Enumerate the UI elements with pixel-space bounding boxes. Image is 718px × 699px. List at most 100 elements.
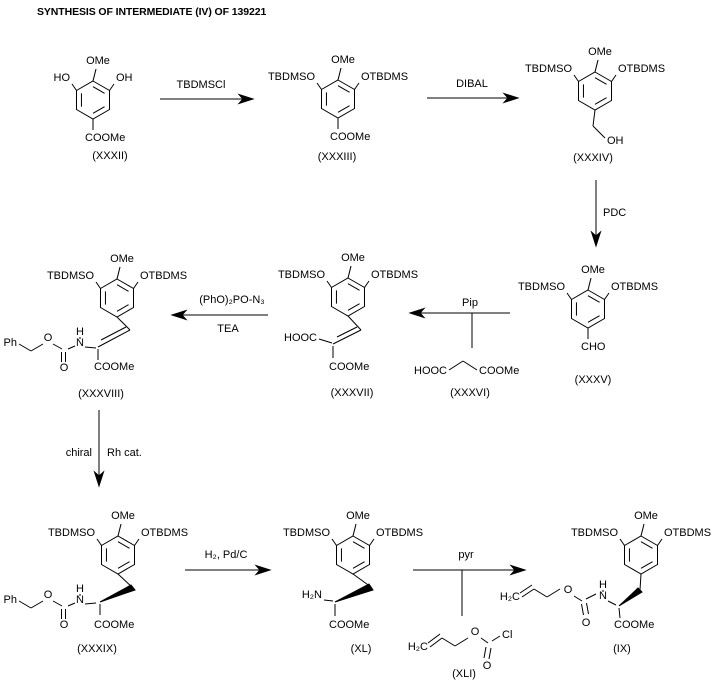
- arrow-h2-pdc: H₂, Pd/C: [185, 549, 272, 576]
- ester-oxygen: O: [564, 584, 573, 596]
- group-amine: H₂N: [302, 589, 322, 601]
- reagent-label: Pip: [462, 297, 478, 309]
- reagent-label: chiral: [66, 447, 92, 459]
- carbonyl-oxygen: O: [60, 619, 69, 631]
- substituent-ome: OMe: [588, 46, 612, 58]
- substituent-otbdms: OTBDMS: [141, 527, 188, 539]
- compound-number: (XL): [351, 643, 372, 655]
- bonds: [18, 573, 134, 619]
- molecule-ix: OMe TBDMSO OTBDMS H₂C O O H N COOMe (IX): [500, 510, 711, 655]
- group-coome: COOMe: [94, 619, 134, 631]
- substituent-tbdmso: TBDMSO: [47, 270, 95, 282]
- substituent-oh: OH: [116, 72, 133, 84]
- bonds: [448, 360, 478, 371]
- molecule-xxxiii: OMe TBDMSO OTBDMS COOMe (XXXIII): [268, 54, 408, 163]
- nh-hydrogen: H: [599, 579, 607, 591]
- substituent-otbdms: OTBDMS: [371, 269, 418, 281]
- compound-number: (XXXIX): [77, 643, 117, 655]
- substituent-coome: COOMe: [330, 131, 370, 143]
- arrow-dibal: DIBAL: [427, 78, 520, 104]
- substituent-tbdmso: TBDMSO: [48, 527, 96, 539]
- substituent-tbdmso: TBDMSO: [278, 269, 326, 281]
- molecule-xxxvii: OMe TBDMSO OTBDMS HOOC COOMe (XXXVII): [278, 252, 418, 399]
- group-coome: COOMe: [329, 361, 369, 373]
- group-coome: COOMe: [479, 365, 519, 377]
- compound-number: (XXXV): [575, 374, 612, 386]
- reagent-label: DIBAL: [456, 78, 488, 90]
- group-h2c: H₂C: [408, 641, 428, 653]
- carbonyl-oxygen: O: [483, 660, 492, 672]
- bonds: [592, 109, 606, 139]
- reagent-label: H₂, Pd/C: [205, 549, 248, 561]
- substituent-ome: OMe: [86, 55, 110, 67]
- substituent-coome: COOMe: [85, 132, 125, 144]
- substituent-ho: HO: [54, 72, 71, 84]
- reagent-label: pyr: [458, 549, 474, 561]
- group-phenyl: Ph: [4, 594, 17, 606]
- substituent-otbdms: OTBDMS: [618, 63, 665, 75]
- substituent-tbdmso: TBDMSO: [518, 281, 566, 293]
- group-coome: COOMe: [614, 619, 654, 631]
- benzene-ring: [619, 523, 663, 575]
- benzene-ring: [573, 59, 617, 111]
- molecule-xxxviii: OMe TBDMSO OTBDMS Ph O O H N COOMe (XXXV…: [4, 253, 188, 400]
- compound-number: (XXXII): [92, 150, 127, 162]
- benzene-ring: [566, 277, 610, 329]
- arrow-pyr: pyr: [413, 549, 527, 616]
- bonds: [427, 633, 501, 660]
- reagent-label: PDC: [603, 207, 626, 219]
- nh-hydrogen: H: [76, 326, 84, 338]
- molecule-xxxix: OMe TBDMSO OTBDMS Ph O O H N COOMe (XXXI…: [4, 510, 189, 655]
- bonds: [318, 315, 362, 358]
- arrow-chiral-rh: chiral Rh cat.: [66, 410, 142, 488]
- ester-oxygen: O: [44, 589, 53, 601]
- substituent-ome: OMe: [331, 54, 355, 66]
- compound-number: (XLI): [452, 668, 476, 680]
- molecule-xli: H₂C O Cl O (XLI): [408, 626, 513, 680]
- compound-number: (IX): [613, 643, 631, 655]
- molecule-xl: OMe TBDMSO OTBDMS H₂N COOMe (XL): [283, 510, 423, 655]
- substituent-tbdmso: TBDMSO: [571, 527, 619, 539]
- substituent-tbdmso: TBDMSO: [268, 71, 316, 83]
- nh-nitrogen: N: [599, 590, 607, 602]
- substituent-ome: OMe: [634, 510, 658, 522]
- substituent-ome: OMe: [341, 252, 365, 264]
- compound-number: (XXXVII): [331, 387, 374, 399]
- nh-nitrogen: N: [76, 337, 84, 349]
- stereo-wedge-bond: [618, 587, 643, 607]
- arrow-tbdmscl: TBDMSCl: [160, 79, 255, 105]
- arrow-dppa-tea: (PhO)₂PO-N₃ TEA: [170, 294, 268, 335]
- compound-number: (XXXVIII): [78, 388, 124, 400]
- molecule-xxxv: OMe TBDMSO OTBDMS CHO (XXXV): [518, 264, 658, 386]
- substituent-otbdms: OTBDMS: [611, 281, 658, 293]
- substituent-otbdms: OTBDMS: [361, 71, 408, 83]
- substituent-oh: OH: [607, 135, 624, 147]
- ester-oxygen: O: [471, 626, 480, 638]
- substituent-ome: OMe: [110, 253, 134, 265]
- group-phenyl: Ph: [4, 337, 17, 349]
- compound-number: (XXXIV): [573, 152, 613, 164]
- carbonyl-oxygen: O: [582, 617, 591, 629]
- molecule-xxxii: OMe HO OH COOMe (XXXII): [54, 55, 133, 162]
- group-hooc: HOOC: [414, 365, 447, 377]
- compound-number: (XXXVI): [450, 387, 490, 399]
- substituent-tbdmso: TBDMSO: [525, 63, 573, 75]
- group-chloride: Cl: [502, 629, 512, 641]
- ester-oxygen: O: [44, 332, 53, 344]
- molecule-xxxiv: OMe TBDMSO OTBDMS OH (XXXIV): [525, 46, 665, 164]
- substituent-ome: OMe: [346, 510, 370, 522]
- benzene-ring: [71, 68, 115, 120]
- carbonyl-oxygen: O: [60, 362, 69, 374]
- benzene-ring: [331, 523, 375, 575]
- arrow-pip: Pip: [408, 297, 510, 348]
- reagent-label: (PhO)₂PO-N₃: [199, 294, 265, 306]
- benzene-ring: [316, 67, 360, 119]
- compound-number: (XXXIII): [318, 151, 357, 163]
- substituent-ome: OMe: [111, 510, 135, 522]
- page-title: SYNTHESIS OF INTERMEDIATE (IV) OF 139221: [37, 6, 266, 18]
- arrow-pdc: PDC: [590, 180, 626, 248]
- nh-hydrogen: H: [76, 583, 84, 595]
- bonds: [519, 573, 642, 619]
